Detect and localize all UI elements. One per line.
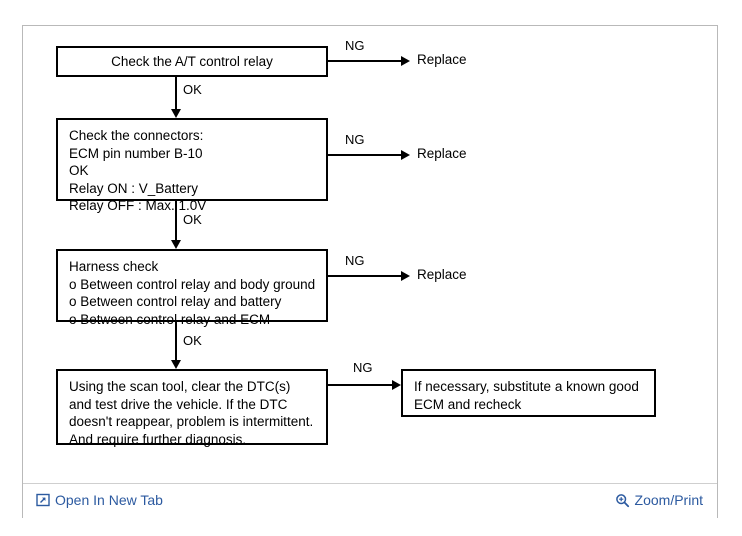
open-in-new-tab-link[interactable]: Open In New Tab: [35, 492, 163, 508]
edge-label-ok-1: OK: [183, 82, 202, 97]
connector-ok-line-3: [175, 322, 177, 360]
connector-ok-arrow-2: [171, 240, 181, 249]
flow-node-check-relay: Check the A/T control relay: [56, 46, 328, 77]
end-label-replace-2: Replace: [417, 146, 467, 161]
image-viewer-frame: Check the A/T control relay NG Replace O…: [22, 25, 718, 519]
connector-ng-arrow-3: [401, 271, 410, 281]
viewer-toolbar: Open In New Tab Zoom/Print: [23, 483, 717, 519]
connector-ok-arrow-1: [171, 109, 181, 118]
connector-ng-line-1: [328, 60, 401, 62]
connector-ok-arrow-3: [171, 360, 181, 369]
edge-label-ng-2: NG: [345, 132, 365, 147]
magnifier-plus-icon: [615, 493, 630, 508]
edge-label-ok-2: OK: [183, 212, 202, 227]
connector-ng-line-2: [328, 154, 401, 156]
open-in-new-tab-icon: [35, 493, 50, 508]
flow-node-check-connectors: Check the connectors: ECM pin number B-1…: [56, 118, 328, 213]
end-label-replace-3: Replace: [417, 267, 467, 282]
zoom-print-link[interactable]: Zoom/Print: [615, 492, 703, 508]
zoom-print-label: Zoom/Print: [634, 492, 703, 508]
connector-ng-arrow-2: [401, 150, 410, 160]
connector-ng-arrow-4: [392, 380, 401, 390]
connector-ng-line-3: [328, 275, 401, 277]
edge-label-ng-3: NG: [345, 253, 365, 268]
flow-node-scan-tool: Using the scan tool, clear the DTC(s) an…: [56, 369, 328, 447]
edge-label-ng-1: NG: [345, 38, 365, 53]
flow-node-harness-check: Harness check o Between control relay an…: [56, 249, 328, 327]
connector-ng-arrow-1: [401, 56, 410, 66]
open-in-new-tab-label: Open In New Tab: [55, 492, 163, 508]
edge-label-ng-4: NG: [353, 360, 373, 375]
flow-node-substitute-ecm: If necessary, substitute a known good EC…: [401, 369, 656, 417]
flow-chart-diagram: Check the A/T control relay NG Replace O…: [23, 26, 717, 483]
edge-label-ok-3: OK: [183, 333, 202, 348]
end-label-replace-1: Replace: [417, 52, 467, 67]
connector-ok-line-2: [175, 201, 177, 240]
connector-ng-line-4: [328, 384, 392, 386]
connector-ok-line-1: [175, 77, 177, 109]
